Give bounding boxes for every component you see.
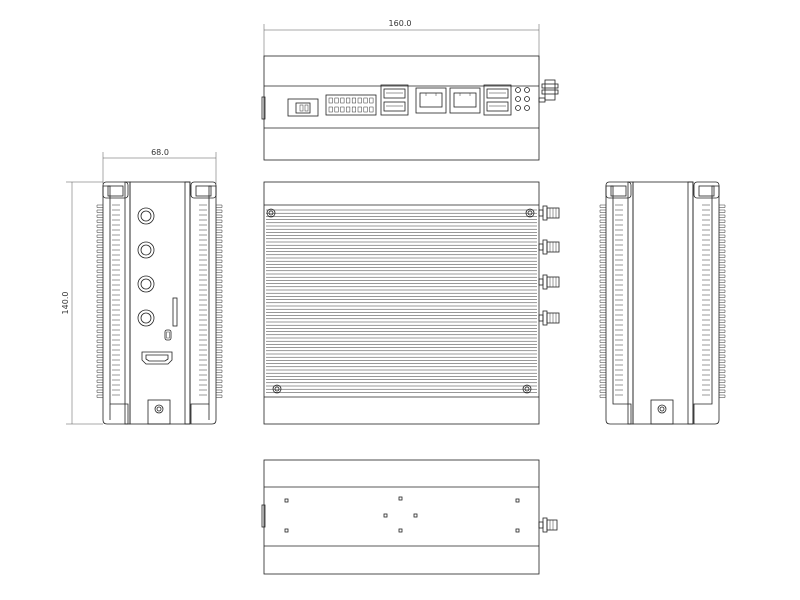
sma-connector-1 [137, 207, 155, 225]
side-width-label: 68.0 [151, 148, 169, 157]
screw-bottom-right [522, 384, 532, 394]
screw-top-right [525, 208, 535, 218]
screw-top-left [266, 208, 276, 218]
gpio-pin [351, 97, 356, 104]
antenna-connector [538, 310, 560, 326]
gpio-pin [346, 97, 351, 104]
right-side-fins [199, 204, 223, 398]
gpio-pin [340, 106, 345, 113]
gpio-pin [369, 106, 374, 113]
fin-comb [96, 204, 103, 398]
gpio-pin [340, 97, 345, 104]
gpio-pin [328, 106, 333, 113]
heatsink-fins [266, 209, 537, 393]
mounting-tab [147, 399, 171, 425]
bottom-mount-holes [284, 496, 520, 533]
mounting-tab-right [650, 399, 674, 425]
antenna-connector [538, 239, 560, 255]
micro-usb-port [164, 329, 172, 341]
bottom-view [261, 459, 558, 575]
left-side-view: 68.0 140.0 [61, 148, 223, 425]
gpio-pin [369, 97, 374, 104]
hdmi-port [141, 351, 173, 365]
gpio-pin [328, 97, 333, 104]
heatsink-outline [263, 181, 540, 425]
top-view-body [263, 55, 540, 161]
gpio-pin [351, 106, 356, 113]
antenna-connector [538, 274, 560, 290]
sma-connector-3 [137, 275, 155, 293]
gpio-connector [325, 94, 377, 116]
gpio-pin [334, 97, 339, 104]
antenna-connector-bottom [538, 517, 558, 533]
front-heatsink-view [263, 181, 560, 425]
fin-comb [599, 204, 606, 398]
gpio-pin [346, 106, 351, 113]
ethernet-port-1 [415, 87, 447, 114]
gpio-pin [357, 97, 362, 104]
gpio-pin [334, 106, 339, 113]
fin-comb [216, 204, 223, 398]
power-terminal [287, 98, 319, 117]
ethernet-port-2 [449, 87, 481, 114]
status-led-holes [515, 87, 530, 111]
sd-card-slot [172, 297, 178, 327]
side-antenna-connectors [538, 205, 560, 326]
side-height-label: 140.0 [61, 292, 70, 315]
left-side-fins [96, 204, 120, 398]
right-view-left-fins [599, 204, 623, 398]
screw-bottom-left [272, 384, 282, 394]
antenna-connector-top [538, 79, 559, 103]
gpio-pin [357, 106, 362, 113]
sma-connector-2 [137, 241, 155, 259]
bottom-view-body [263, 459, 540, 575]
antenna-connector [538, 205, 560, 221]
gpio-pin [363, 106, 368, 113]
right-side-view [599, 181, 726, 425]
sma-connector-4 [137, 309, 155, 327]
usb-port-stack-1 [380, 84, 409, 116]
top-width-label: 160.0 [389, 19, 412, 28]
fin-comb [719, 204, 726, 398]
gpio-pin [363, 97, 368, 104]
usb-port-stack-2 [483, 84, 512, 116]
top-view: 160.0 [261, 19, 559, 161]
right-view-right-fins [702, 204, 726, 398]
